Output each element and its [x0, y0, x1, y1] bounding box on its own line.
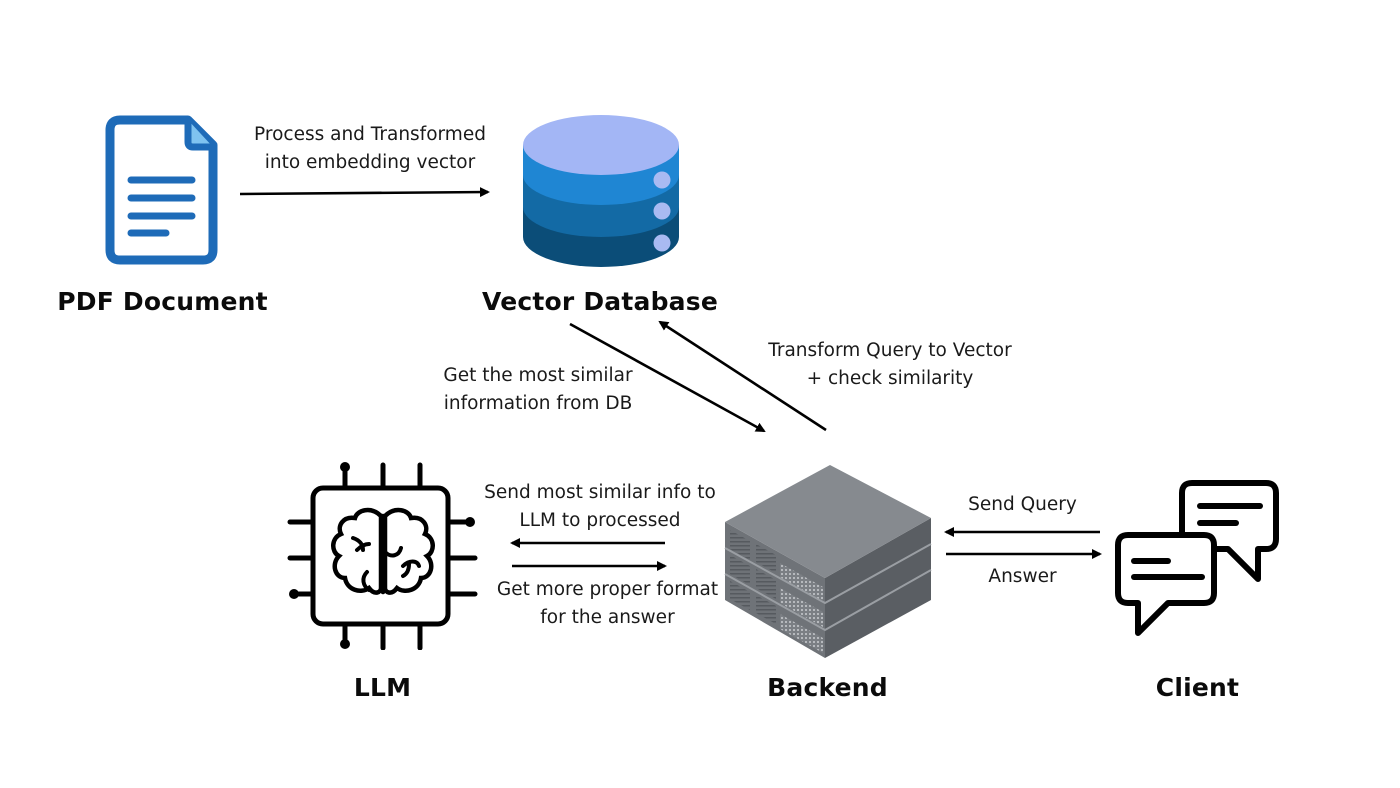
edge-label-line: Transform Query to Vector [768, 340, 1012, 361]
arrow-db-to-backend [569, 322, 766, 433]
edge-label-backend-to-llm: Send most similar info to LLM to process… [460, 479, 740, 535]
arrow-backend-to-db [658, 320, 827, 432]
edge-label-pdf-to-db: Process and Transformed into embedding v… [220, 121, 520, 177]
arrow-pdf-to-db [239, 187, 490, 198]
database-icon [523, 115, 679, 267]
node-title-pdf: PDF Document [57, 287, 268, 316]
document-icon [105, 115, 218, 265]
node-client [1110, 475, 1285, 645]
edge-label-line: Send most similar info to [484, 482, 716, 503]
node-title-llm: LLM [353, 673, 412, 702]
edge-label-answer: Answer [988, 566, 1057, 587]
edge-label-llm-to-backend: Get more proper format for the answer [470, 576, 745, 632]
node-llm [285, 460, 480, 651]
edge-label-db-to-backend: Get the most similar information from DB [408, 362, 668, 418]
edge-label-line: information from DB [443, 393, 633, 414]
brain-chip-icon [287, 462, 478, 651]
edge-label-line: Process and Transformed [254, 124, 486, 145]
edge-label-line: Get the most similar [443, 365, 633, 386]
node-title-vector-database: Vector Database [482, 287, 718, 316]
node-backend [720, 460, 935, 660]
node-title-client: Client [1155, 673, 1240, 702]
edge-label-send-query: Send Query [968, 494, 1077, 515]
edge-label-line: + check similarity [806, 368, 974, 389]
node-vector-database [518, 112, 684, 277]
node-title-backend: Backend [767, 673, 888, 702]
server-stack-icon [724, 465, 932, 658]
edge-label-line: into embedding vector [264, 152, 476, 173]
edge-label-line: LLM to processed [519, 510, 681, 531]
edge-label-line: Get more proper format [496, 579, 719, 600]
node-pdf-document [100, 112, 225, 272]
edge-label-backend-to-db: Transform Query to Vector + check simila… [740, 337, 1040, 393]
edge-label-line: for the answer [540, 607, 675, 628]
chat-bubbles-icon [1115, 480, 1279, 636]
